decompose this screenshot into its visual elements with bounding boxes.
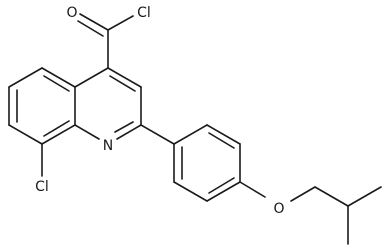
atom-label-o-carbonyl: O <box>66 5 77 21</box>
double-bond-inner <box>114 121 134 133</box>
bond <box>314 186 349 207</box>
double-bond-inner <box>43 120 70 137</box>
bond <box>8 124 43 145</box>
bond <box>74 67 109 88</box>
bond <box>8 67 43 88</box>
double-bond-inner <box>208 132 235 149</box>
bond <box>140 124 175 145</box>
atom-label-o-ether: O <box>273 201 284 217</box>
atom-label-cl-aryl: Cl <box>35 179 49 195</box>
bond <box>206 181 241 202</box>
bond <box>206 124 241 145</box>
bond <box>41 67 76 88</box>
double-bond-inner <box>43 75 70 92</box>
bond <box>107 15 134 31</box>
bond <box>74 124 100 140</box>
atom-label-n: N <box>103 138 113 154</box>
atom-label-cl-acyl: Cl <box>137 5 151 21</box>
double-bond-inner <box>77 20 104 37</box>
bond <box>173 181 208 202</box>
bond <box>347 186 382 207</box>
bond <box>79 13 109 31</box>
bond <box>173 124 208 145</box>
bond <box>290 186 316 202</box>
double-bond-inner <box>208 177 235 194</box>
bond <box>239 181 266 198</box>
double-bond-inner <box>109 75 136 92</box>
bond <box>41 124 76 145</box>
bond <box>107 67 142 88</box>
bond <box>116 124 142 140</box>
